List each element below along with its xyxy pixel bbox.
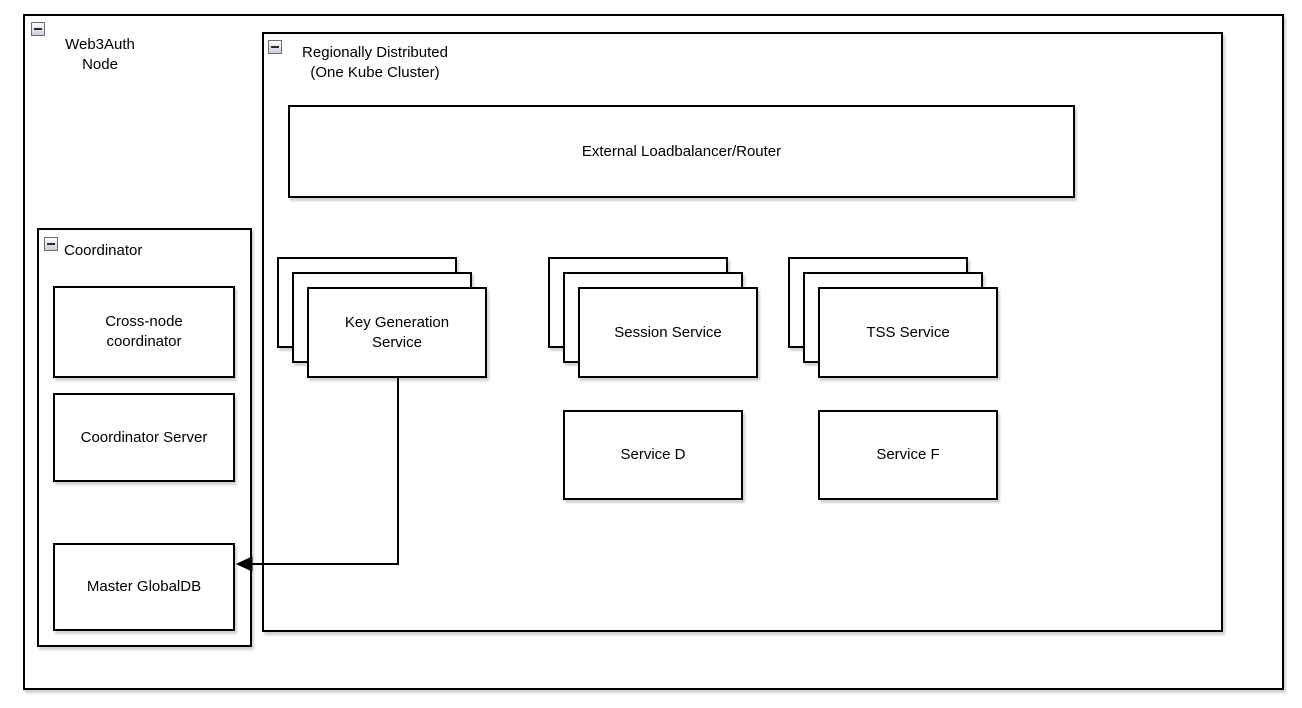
node-master-globaldb[interactable]: Master GlobalDB: [53, 543, 235, 631]
node-coordinator-server-label: Coordinator Server: [80, 428, 208, 446]
node-cross-node-coordinator-label: Cross-node coordinator: [105, 313, 183, 350]
node-master-globaldb-label: Master GlobalDB: [86, 578, 202, 595]
collapse-minus-icon[interactable]: [44, 237, 58, 251]
stack-layer-front[interactable]: Key Generation Service: [307, 287, 487, 378]
node-tss-service-label: TSS Service: [866, 323, 950, 341]
edge-keygen-to-masterdb-line[interactable]: [250, 378, 399, 565]
stack-layer-front[interactable]: TSS Service: [818, 287, 998, 378]
node-service-f-label: Service F: [876, 446, 940, 463]
stack-layer-front[interactable]: Session Service: [578, 287, 758, 378]
node-service-f[interactable]: Service F: [818, 410, 998, 500]
node-cross-node-coordinator[interactable]: Cross-node coordinator: [53, 286, 235, 378]
collapse-minus-icon[interactable]: [268, 40, 282, 54]
group-coordinator-label: Coordinator: [64, 242, 143, 259]
node-session-service-label: Session Service: [614, 323, 722, 341]
node-session-service[interactable]: Session Service: [548, 257, 758, 378]
node-coordinator-server[interactable]: Coordinator Server: [53, 393, 235, 482]
collapse-minus-icon[interactable]: [31, 22, 45, 36]
group-regionally-distributed-label: Regionally Distributed (One Kube Cluster…: [302, 44, 448, 81]
node-key-generation-service[interactable]: Key Generation Service: [277, 257, 487, 378]
node-service-d[interactable]: Service D: [563, 410, 743, 500]
node-service-d-label: Service D: [620, 446, 686, 463]
node-external-loadbalancer-label: External Loadbalancer/Router: [581, 142, 782, 160]
group-web3auth-node-label: Web3Auth Node: [65, 36, 135, 73]
node-tss-service[interactable]: TSS Service: [788, 257, 998, 378]
node-external-loadbalancer[interactable]: External Loadbalancer/Router: [288, 105, 1075, 198]
node-key-generation-service-label: Key Generation Service: [344, 313, 450, 351]
